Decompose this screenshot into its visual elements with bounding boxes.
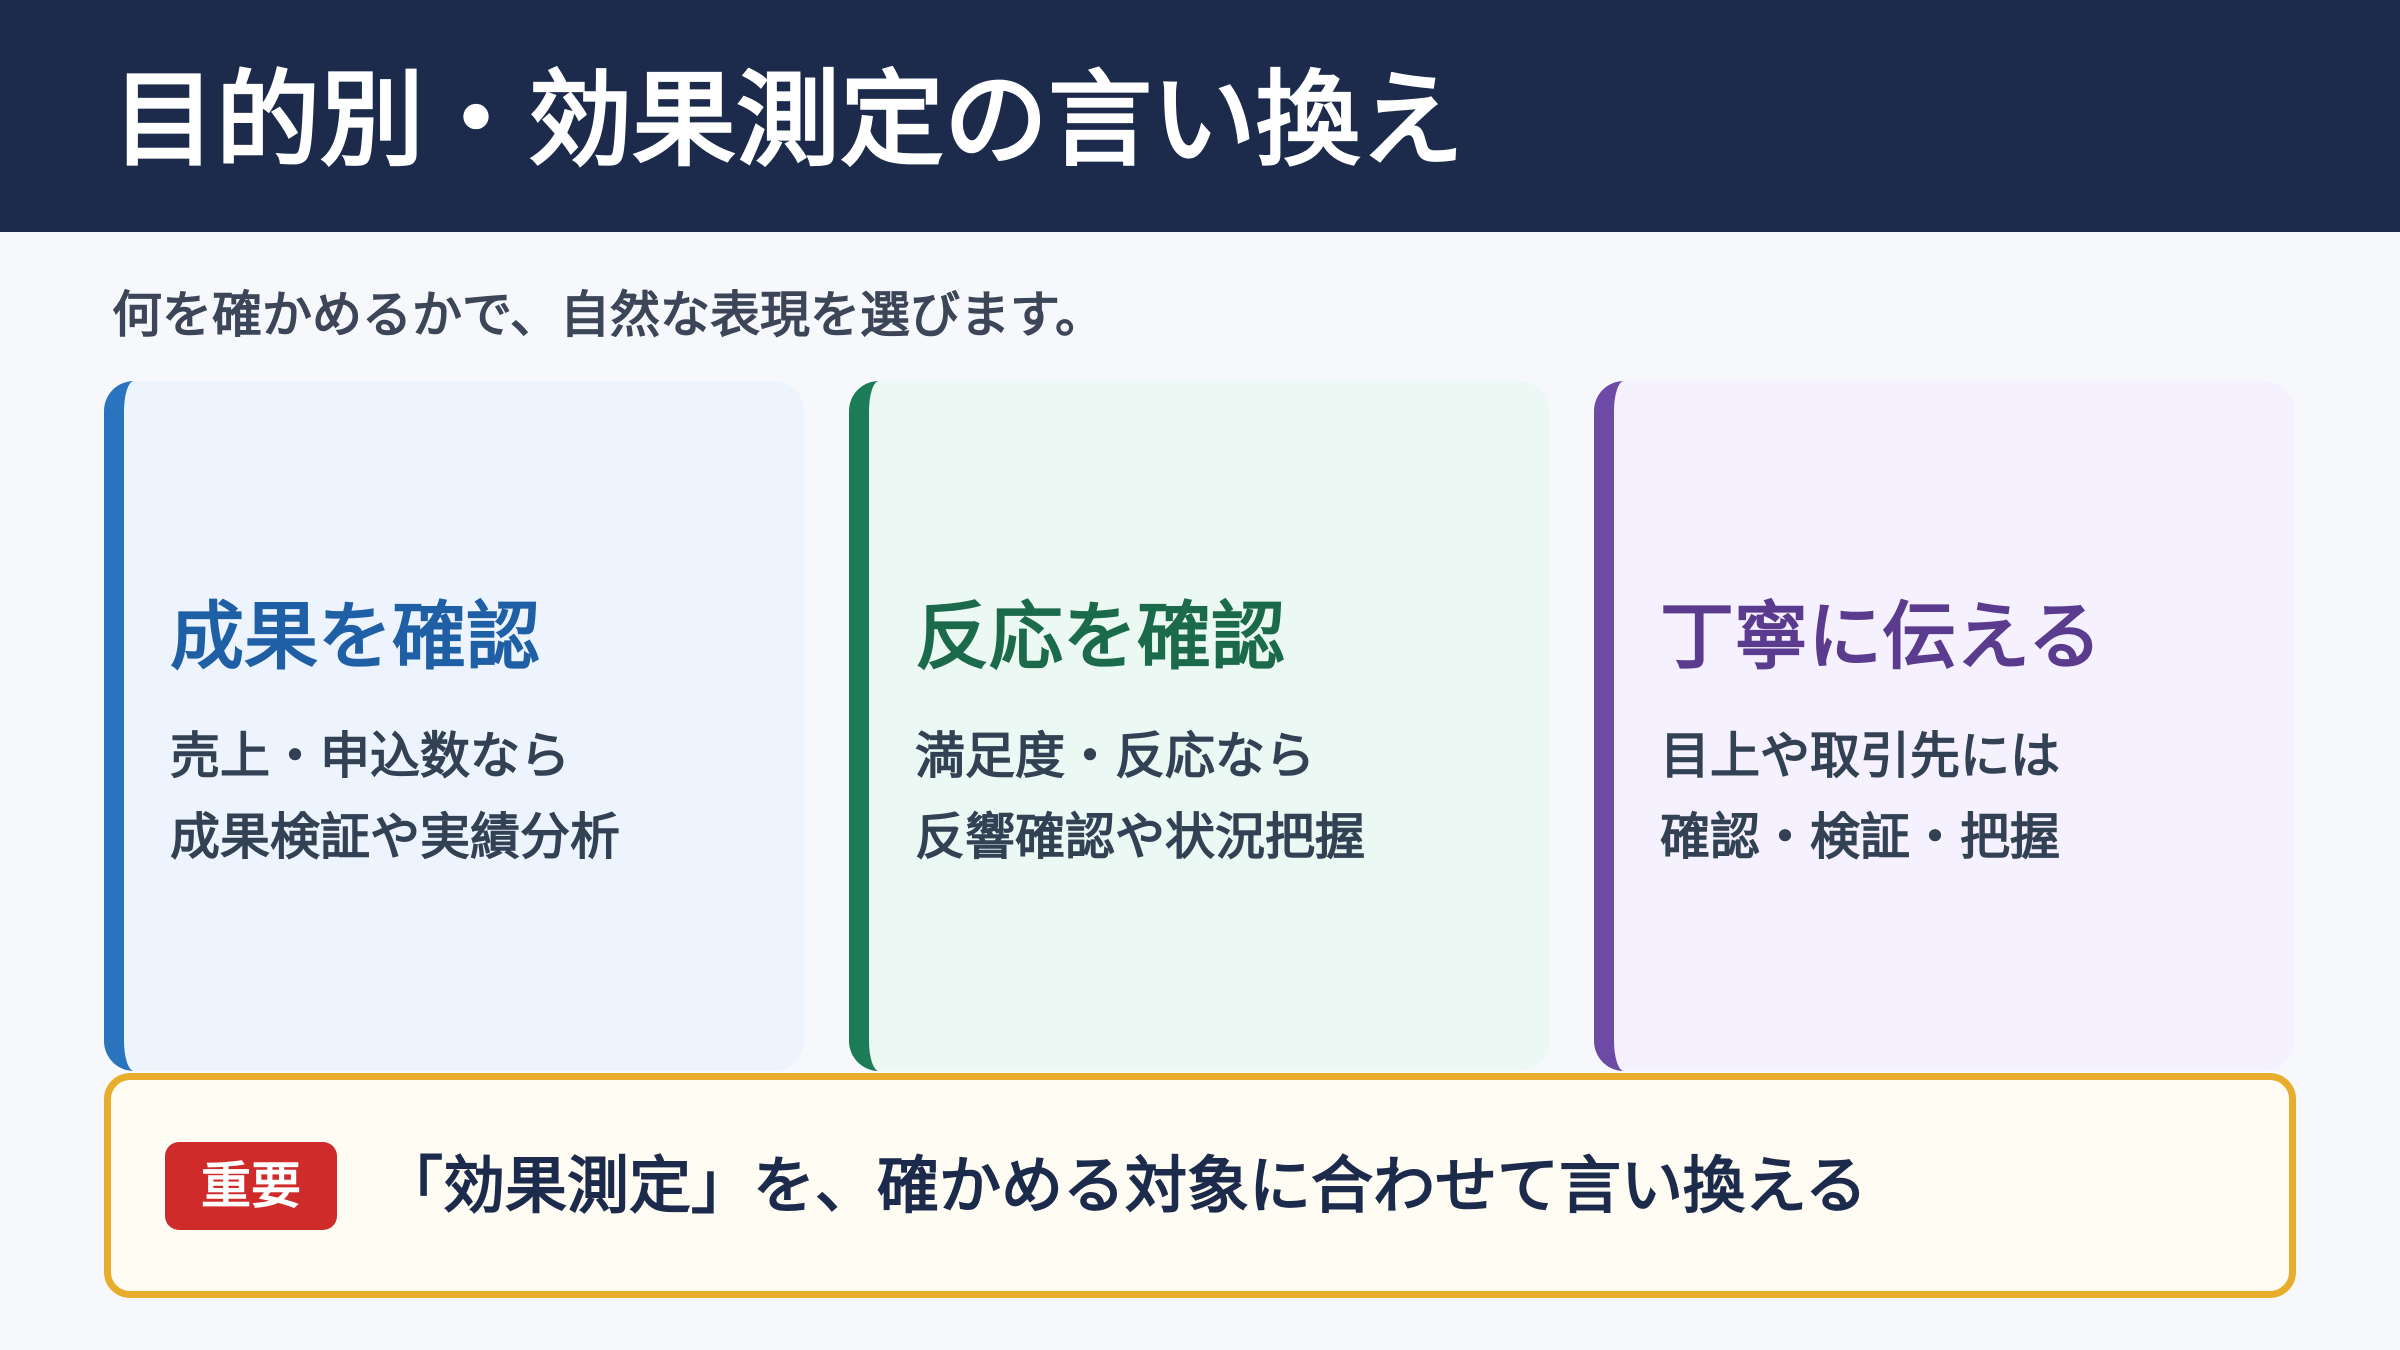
card-text-line: 反響確認や状況把握 bbox=[915, 808, 1365, 866]
banner-message: 「効果測定」を、確かめる対象に合わせて言い換える bbox=[381, 1149, 1868, 1222]
card-title: 成果を確認 bbox=[170, 594, 540, 680]
page-subtitle: 何を確かめるかで、自然な表現を選びます。 bbox=[112, 286, 1105, 344]
page-title: 目的別・効果測定の言い換え bbox=[112, 59, 1465, 181]
card-text-line: 満足度・反応なら bbox=[915, 727, 1315, 785]
important-banner: 重要 「効果測定」を、確かめる対象に合わせて言い換える bbox=[104, 1073, 2296, 1298]
important-badge: 重要 bbox=[165, 1142, 337, 1230]
card-polite: 丁寧に伝える 目上や取引先には 確認・検証・把握 bbox=[1594, 381, 2294, 1071]
card-title: 丁寧に伝える bbox=[1660, 594, 2102, 680]
card-text-line: 確認・検証・把握 bbox=[1660, 808, 2060, 866]
card-text-line: 売上・申込数なら bbox=[170, 727, 570, 785]
card-title: 反応を確認 bbox=[915, 594, 1285, 680]
card-reaction: 反応を確認 満足度・反応なら 反響確認や状況把握 bbox=[849, 381, 1549, 1071]
card-text-line: 目上や取引先には bbox=[1660, 727, 2060, 785]
card-results: 成果を確認 売上・申込数なら 成果検証や実績分析 bbox=[104, 381, 804, 1071]
header-bar: 目的別・効果測定の言い換え bbox=[0, 0, 2400, 232]
card-text-line: 成果検証や実績分析 bbox=[170, 808, 620, 866]
